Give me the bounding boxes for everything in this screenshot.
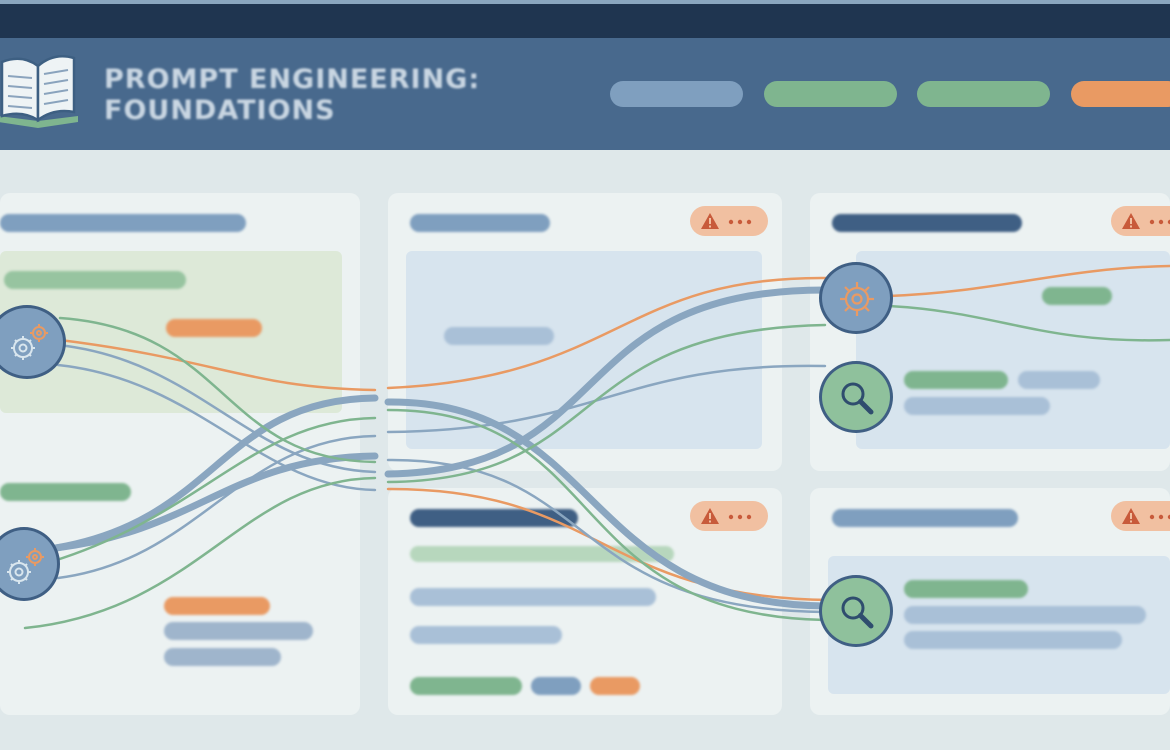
- warning-badge[interactable]: [1111, 206, 1170, 236]
- middle-bottom-blue-tag[interactable]: [531, 677, 581, 695]
- window-top-bar: [0, 0, 1170, 38]
- warning-more-icon: [701, 508, 752, 524]
- nav-pill-1[interactable]: [610, 81, 743, 107]
- middle-top-blue-bar: [444, 327, 554, 345]
- search-node-right-bottom[interactable]: [819, 575, 893, 647]
- warning-badge[interactable]: [1111, 501, 1170, 531]
- page-title-line-1: PROMPT ENGINEERING:: [104, 64, 481, 95]
- nav-pill-3[interactable]: [917, 81, 1050, 107]
- middle-bottom-green-tag[interactable]: [410, 677, 522, 695]
- right-top-green-bar-1: [1042, 287, 1112, 305]
- left-panel: [0, 193, 360, 715]
- left-panel-blue-bar-2: [164, 648, 281, 666]
- left-panel-orange-bar-1: [166, 319, 262, 337]
- right-top-green-bar-2: [904, 371, 1008, 389]
- middle-top-title-bar: [410, 214, 550, 232]
- gear-icon: [840, 282, 874, 316]
- nav-pill-2[interactable]: [764, 81, 897, 107]
- right-top-blue-bar-1: [1018, 371, 1100, 389]
- nav-pill-4[interactable]: [1071, 81, 1170, 107]
- magnifier-icon: [841, 596, 874, 629]
- left-panel-green-bar-1: [4, 271, 186, 289]
- right-top-blue-bar-2: [904, 397, 1050, 415]
- gear-node-right-top[interactable]: [819, 262, 893, 334]
- warning-more-icon: [701, 213, 752, 229]
- left-panel-orange-bar-2: [164, 597, 270, 615]
- middle-bottom-orange-tag[interactable]: [590, 677, 640, 695]
- warning-more-icon: [1122, 508, 1170, 524]
- right-bottom-blue-bar-2: [904, 631, 1122, 649]
- right-bottom-panel: [810, 488, 1170, 715]
- right-bottom-green-bar: [904, 580, 1028, 598]
- gears-icon: [7, 548, 44, 584]
- gears-node-left-bottom[interactable]: [0, 527, 60, 601]
- search-node-right-middle[interactable]: [819, 361, 893, 433]
- right-top-panel: [810, 193, 1170, 471]
- page-title-line-2: FOUNDATIONS: [104, 95, 336, 126]
- warning-badge[interactable]: [690, 501, 768, 531]
- left-panel-blue-bar-1: [164, 622, 313, 640]
- left-panel-title-bar: [0, 214, 246, 232]
- magnifier-icon: [841, 382, 874, 415]
- warning-badge[interactable]: [690, 206, 768, 236]
- right-bottom-title-bar: [832, 509, 1018, 527]
- left-panel-green-bar-2: [0, 483, 131, 501]
- warning-more-icon: [1122, 213, 1170, 229]
- middle-bottom-blue-bar-2: [410, 626, 562, 644]
- gears-node-left-top[interactable]: [0, 305, 66, 379]
- page-title: PROMPT ENGINEERING: FOUNDATIONS: [104, 64, 480, 126]
- middle-top-panel: [388, 193, 782, 471]
- right-bottom-blue-bar-1: [904, 606, 1146, 624]
- right-top-title-bar: [832, 214, 1022, 232]
- open-book-icon: [0, 55, 78, 128]
- middle-bottom-blue-bar-1: [410, 588, 656, 606]
- gears-icon: [11, 324, 48, 360]
